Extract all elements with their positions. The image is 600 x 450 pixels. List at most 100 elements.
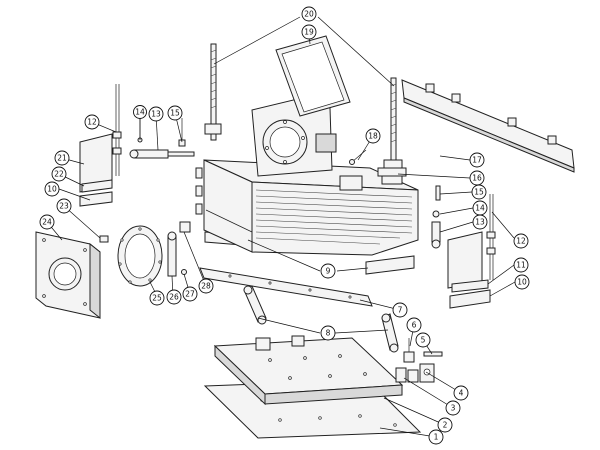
- callout-13-left-label: 13: [151, 110, 161, 119]
- side-plate-right: [447, 231, 483, 289]
- callout-26: 26: [166, 289, 182, 305]
- part-20-threaded-rod-right: [383, 77, 403, 173]
- callout-10-right-label: 10: [517, 278, 527, 287]
- callout-25: 25: [149, 290, 165, 306]
- callout-27: 27: [182, 286, 198, 302]
- callout-20-label: 20: [304, 10, 314, 19]
- part-18-bolt: [349, 149, 367, 165]
- callout-21: 21: [54, 150, 70, 166]
- callout-11: 11: [513, 257, 529, 273]
- part-11-strip-right: [451, 279, 489, 293]
- callout-1: 1: [428, 429, 444, 445]
- part-17-side-panel: [401, 79, 575, 173]
- part-9-strip-right: [365, 255, 415, 275]
- part-15-clip-left: [178, 118, 186, 147]
- part-19-top-lid: [275, 35, 351, 117]
- callout-13-left: 13: [148, 106, 164, 122]
- part-2-bottom-trough: [213, 335, 404, 406]
- callout-12-right: 12: [513, 233, 529, 249]
- callout-28-label: 28: [201, 282, 211, 291]
- callout-2: 2: [437, 417, 453, 433]
- top-housing-port: [251, 95, 363, 191]
- callout-19: 19: [301, 24, 317, 40]
- part-23-fastener: [99, 235, 109, 243]
- callout-21-label: 21: [57, 154, 67, 163]
- callout-1-label: 1: [434, 433, 439, 442]
- part-14-pin-right: [432, 210, 440, 218]
- callout-18-label: 18: [368, 132, 378, 141]
- callout-16-label: 16: [472, 174, 482, 183]
- callout-6-label: 6: [412, 321, 417, 330]
- callout-6: 6: [406, 317, 422, 333]
- leader-lines: [46, 16, 516, 438]
- callout-20: 20: [301, 6, 317, 22]
- callout-17-label: 17: [472, 156, 482, 165]
- callout-7-label: 7: [398, 306, 403, 315]
- callout-14-left-label: 14: [135, 108, 145, 117]
- part-20-threaded-rod-left: [204, 43, 222, 141]
- part-25-ring-flange: [117, 225, 163, 287]
- callout-11-label: 11: [516, 261, 526, 270]
- part-16-bracket: [377, 167, 407, 185]
- callout-5-label: 5: [421, 336, 426, 345]
- part-12-rod-right: [486, 194, 496, 280]
- part-28-bolt: [179, 221, 191, 233]
- callout-12-left-label: 12: [87, 118, 97, 127]
- part-8-cylinder-left: [243, 285, 267, 325]
- callout-2-label: 2: [443, 421, 448, 430]
- callout-15-left-label: 15: [170, 109, 180, 118]
- callout-8-label: 8: [326, 329, 331, 338]
- part-24-end-plate: [35, 231, 101, 320]
- callout-14-right: 14: [472, 200, 488, 216]
- callout-9: 9: [320, 263, 336, 279]
- callout-23-label: 23: [59, 202, 69, 211]
- callout-8: 8: [320, 325, 336, 341]
- callout-7: 7: [392, 302, 408, 318]
- callout-3: 3: [445, 400, 461, 416]
- callout-13-right: 13: [472, 214, 488, 230]
- part-12-rod-left: [112, 84, 122, 176]
- part-26-hinge: [167, 231, 177, 277]
- callout-16: 16: [469, 170, 485, 186]
- callout-12-left: 12: [84, 114, 100, 130]
- callout-13-right-label: 13: [475, 218, 485, 227]
- callout-23: 23: [56, 198, 72, 214]
- callout-22: 22: [51, 166, 67, 182]
- callout-10-left-label: 10: [47, 185, 57, 194]
- part-7-angle-strip: [199, 267, 373, 307]
- callout-28: 28: [198, 278, 214, 294]
- part-5-pin: [423, 351, 443, 357]
- part-22-strip-left: [81, 179, 113, 193]
- callout-14-right-label: 14: [475, 204, 485, 213]
- callout-10-right: 10: [514, 274, 530, 290]
- callout-26-label: 26: [169, 293, 179, 302]
- callout-9-label: 9: [326, 267, 331, 276]
- callout-10-left: 10: [44, 181, 60, 197]
- part-8-cylinder-right: [381, 313, 399, 353]
- callout-25-label: 25: [152, 294, 162, 303]
- part-10-strip-left: [79, 191, 113, 207]
- callout-24: 24: [39, 214, 55, 230]
- callout-19-label: 19: [304, 28, 314, 37]
- callout-5: 5: [415, 332, 431, 348]
- callout-15-right-label: 15: [474, 188, 484, 197]
- part-6-nut: [403, 338, 415, 363]
- callout-18: 18: [365, 128, 381, 144]
- part-13-actuator-left: [129, 149, 195, 159]
- callout-3-label: 3: [451, 404, 456, 413]
- callout-27-label: 27: [185, 290, 195, 299]
- part-10-strip-right: [449, 289, 491, 309]
- callout-17: 17: [469, 152, 485, 168]
- part-3-bracket: [395, 367, 419, 383]
- part-13-actuator-right: [431, 221, 441, 249]
- callout-4: 4: [453, 385, 469, 401]
- callout-12-right-label: 12: [516, 237, 526, 246]
- callout-15-left: 15: [167, 105, 183, 121]
- callout-24-label: 24: [42, 218, 52, 227]
- callout-14-left: 14: [133, 105, 147, 119]
- part-15-clip-right: [435, 185, 441, 201]
- callout-4-label: 4: [459, 389, 464, 398]
- callout-15-right: 15: [471, 184, 487, 200]
